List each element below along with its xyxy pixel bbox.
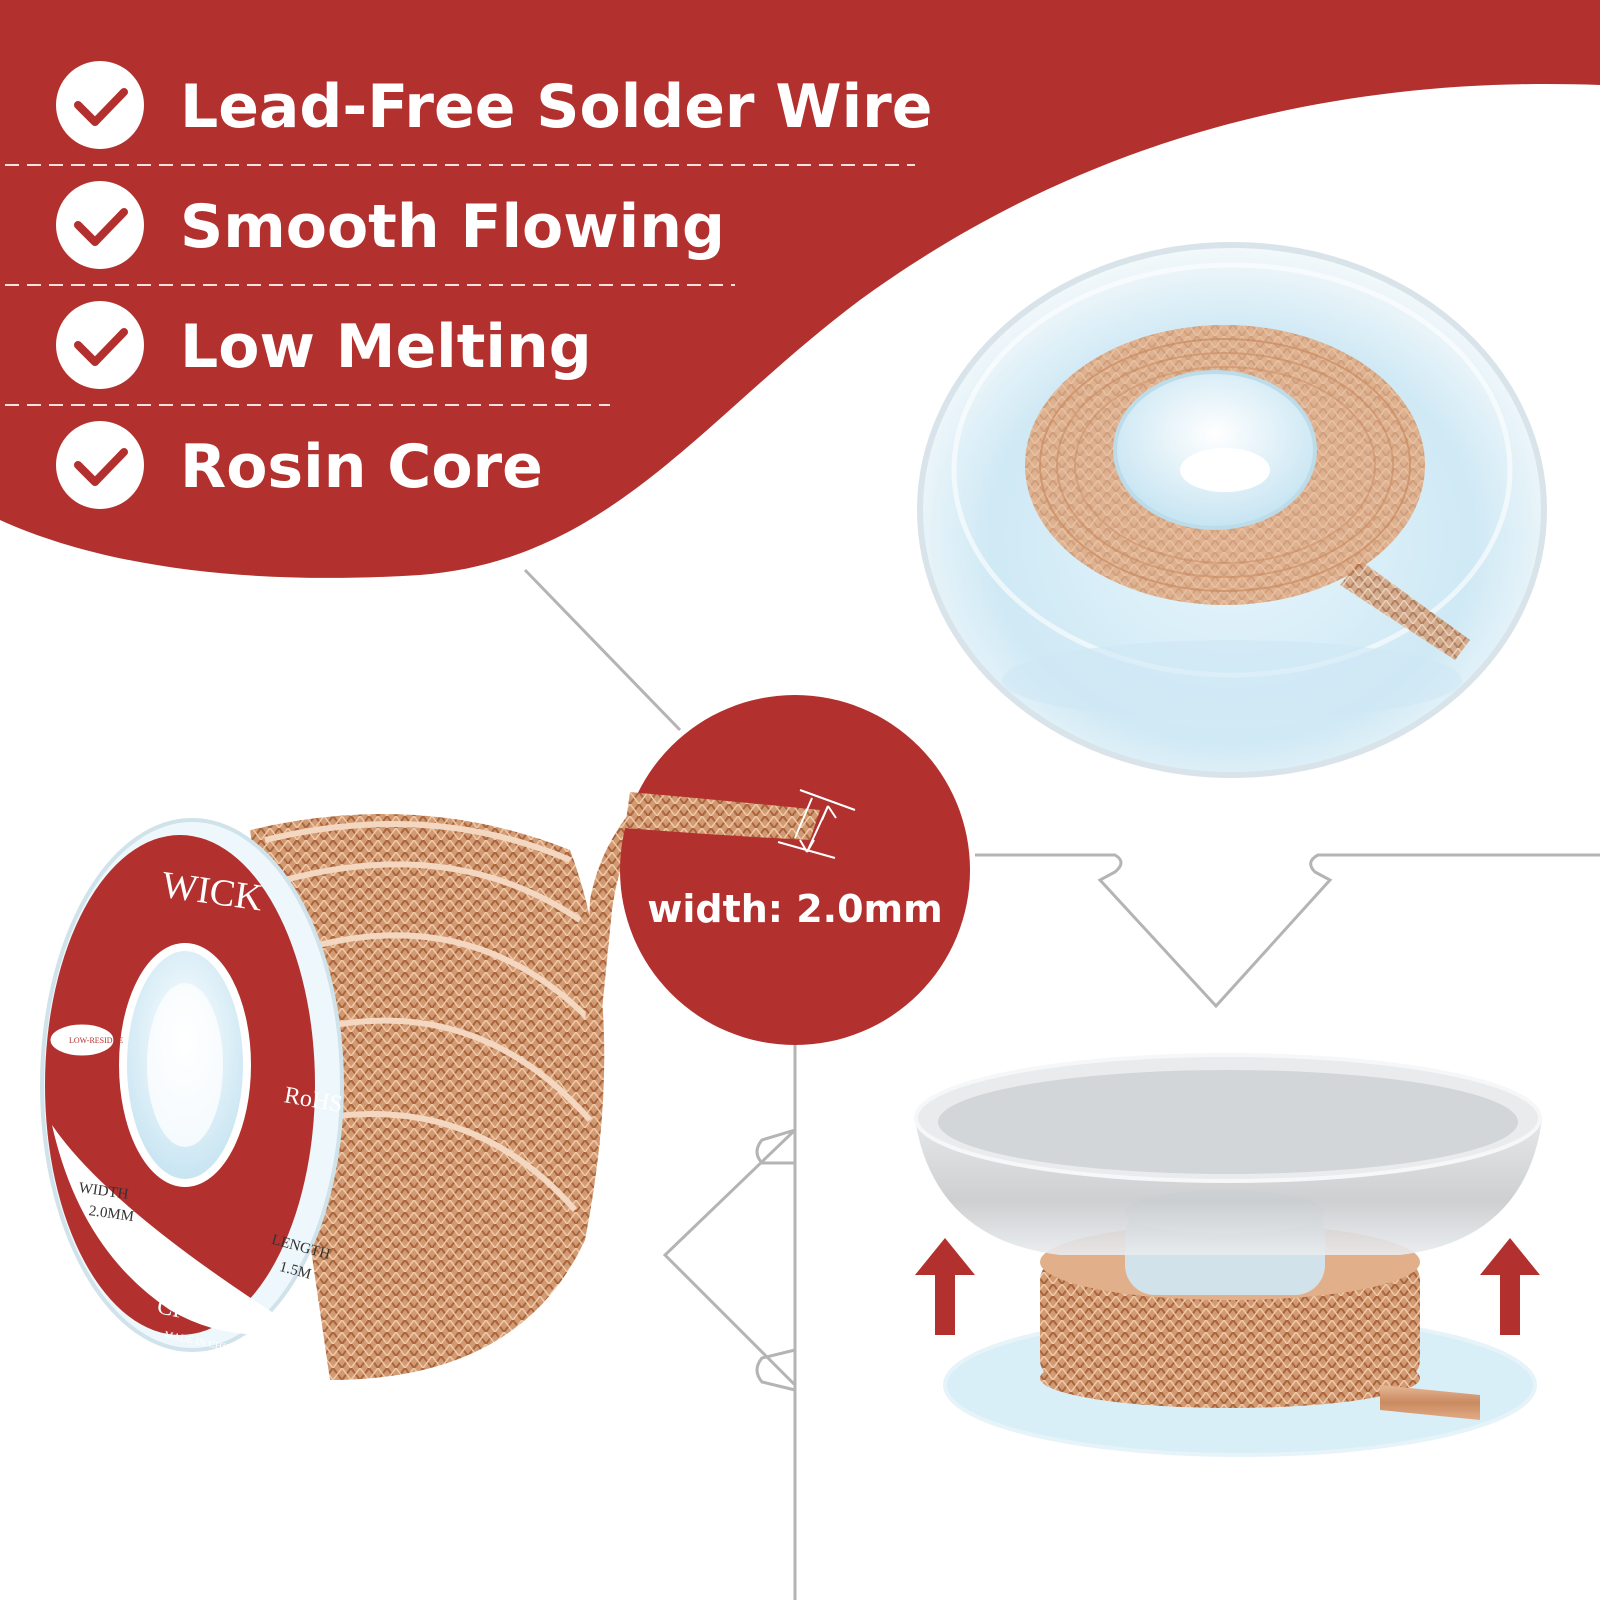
check-mark-icon xyxy=(74,448,128,486)
feature-label: Rosin Core xyxy=(180,432,543,502)
lift-arrow-icon xyxy=(1480,1238,1540,1335)
check-mark-icon xyxy=(74,328,128,366)
feature-item: Smooth Flowing xyxy=(56,181,725,269)
wick-spool xyxy=(40,800,650,1380)
spool-width-title: WIDTH xyxy=(78,1180,130,1203)
bowl-top-view xyxy=(917,242,1547,778)
feature-label: Lead-Free Solder Wire xyxy=(180,72,932,142)
check-icon xyxy=(56,61,144,149)
feature-item: Rosin Core xyxy=(56,421,543,509)
feature-item: Lead-Free Solder Wire xyxy=(56,61,932,149)
check-mark-icon xyxy=(74,88,128,126)
red-wave-banner xyxy=(0,0,1600,578)
lift-arrow-icon xyxy=(915,1238,975,1335)
spool-badge-label: LOW-RESIDUE xyxy=(69,1036,123,1045)
connector-lines xyxy=(523,568,1600,1600)
feature-label: Low Melting xyxy=(180,312,592,382)
check-icon xyxy=(56,181,144,269)
check-icon xyxy=(56,301,144,389)
feature-label: Smooth Flowing xyxy=(180,192,725,262)
feature-item: Low Melting xyxy=(56,301,592,389)
check-mark-icon xyxy=(74,208,128,246)
spool-width-value: 2.0MM xyxy=(88,1203,135,1225)
bowl-lift-view xyxy=(914,1053,1542,1457)
width-callout-label: width: 2.0mm xyxy=(647,887,942,931)
check-icon xyxy=(56,421,144,509)
width-callout xyxy=(620,695,970,1045)
